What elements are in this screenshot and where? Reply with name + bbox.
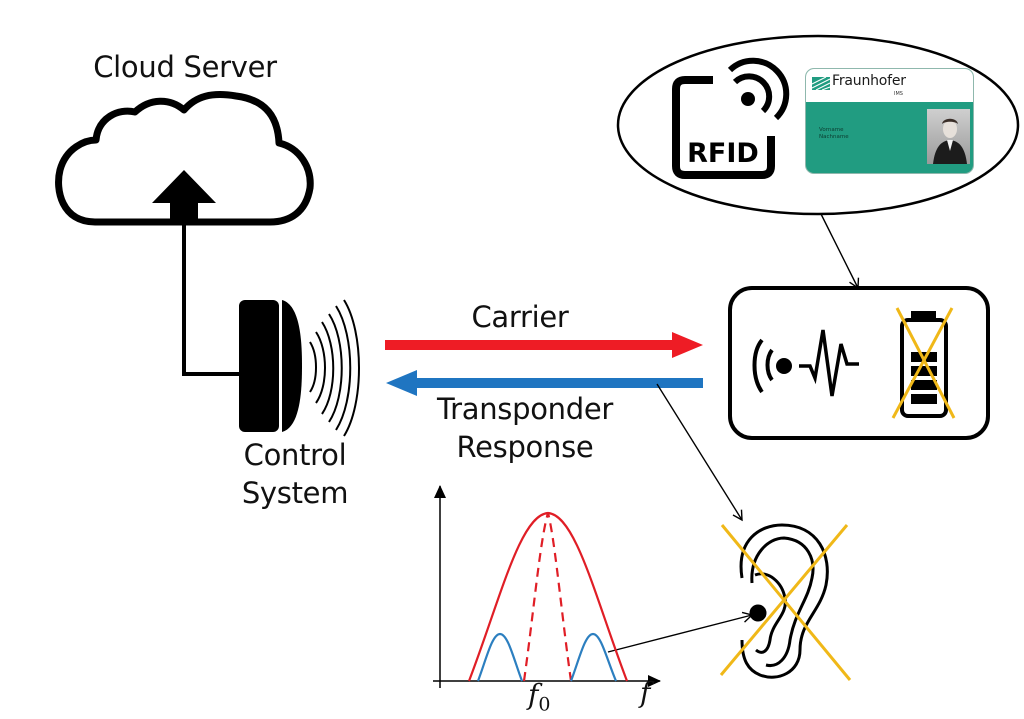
transponder-response-arrow — [386, 370, 703, 396]
response-sideband-left — [476, 632, 524, 682]
carrier-arrow — [385, 332, 703, 358]
transponder-response-line1: Transponder — [436, 392, 614, 426]
control-system-label-line2: System — [241, 476, 349, 510]
signal-wave-icon — [752, 329, 859, 397]
ear-icon — [739, 523, 829, 679]
id-card-first-name: Vorname — [819, 127, 844, 133]
transponder-response-line2: Response — [456, 430, 594, 464]
upload-arrow-icon — [152, 170, 216, 222]
rfid-icon-label: RFID — [687, 138, 759, 169]
ear-cross-out-icon — [719, 524, 852, 681]
cloud-connector-line — [182, 222, 242, 376]
person-portrait-icon — [933, 118, 967, 164]
carrier-spectrum-dashed-right — [546, 512, 573, 682]
axis-label-f0: f0 — [528, 678, 550, 716]
radio-waves-icon — [309, 299, 360, 437]
cloud-icon — [55, 91, 314, 226]
control-system-label: Control System — [210, 436, 380, 512]
id-card-photo — [927, 109, 970, 164]
axis-label-f: f — [640, 676, 651, 709]
pointer-line-to-ear — [656, 383, 743, 522]
id-card: Fraunhofer IMS Vorname Nachname — [805, 68, 974, 174]
id-card-header: Fraunhofer IMS — [806, 69, 973, 102]
axis-label-f0-base: f — [528, 678, 539, 711]
carrier-spectrum-curve — [467, 511, 629, 682]
id-card-institute: IMS — [894, 91, 903, 97]
carrier-label: Carrier — [471, 300, 569, 334]
rfid-icon: RFID — [672, 57, 790, 179]
spectrum-plot — [433, 485, 661, 688]
reader-device-icon — [239, 300, 302, 432]
pointer-line-card-to-tag — [819, 211, 860, 290]
carrier-spectrum-dashed-left — [522, 512, 550, 682]
id-card-name-fields: Vorname Nachname — [819, 127, 849, 141]
cloud-server-label: Cloud Server — [93, 50, 277, 84]
battery-cross-out-icon — [891, 307, 956, 419]
id-card-last-name: Nachname — [819, 134, 849, 140]
transponder-response-label: Transponder Response — [420, 390, 630, 466]
pointer-line-spectrum-to-ear — [607, 611, 754, 653]
axis-label-f0-subscript: 0 — [538, 693, 551, 716]
id-card-brand: Fraunhofer — [832, 73, 906, 89]
control-system-label-line1: Control — [243, 438, 347, 472]
response-sideband-right — [569, 632, 618, 682]
fraunhofer-logo-icon — [812, 77, 830, 90]
